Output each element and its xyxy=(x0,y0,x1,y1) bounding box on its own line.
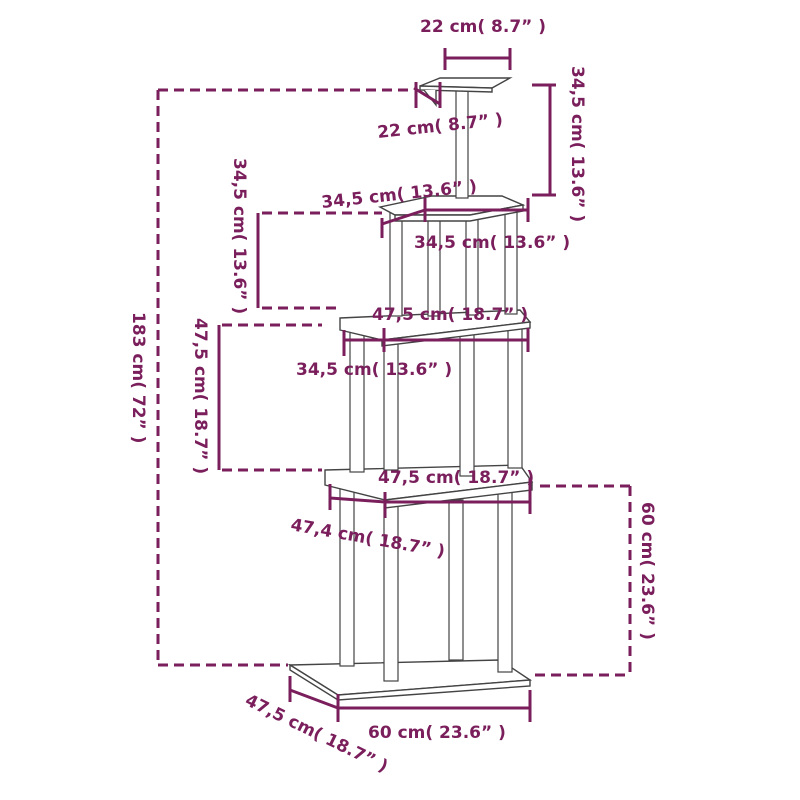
level3-height-label: 47,5 cm( 18.7” ) xyxy=(190,318,210,474)
level4-width-label: 47,5 cm( 18.7” ) xyxy=(378,468,534,488)
level4-depth-label: 47,4 cm( 18.7” ) xyxy=(289,515,446,562)
top-platform xyxy=(419,77,513,107)
top-width-label: 22 cm( 8.7” ) xyxy=(420,17,546,37)
total-height-label: 183 cm( 72” ) xyxy=(128,312,148,443)
top-depth-label: 22 cm( 8.7” ) xyxy=(376,110,503,143)
level3-depth-label: 34,5 cm( 13.6” ) xyxy=(296,360,452,380)
posts-middle xyxy=(349,319,523,477)
level2-height-label: 34,5 cm( 13.6” ) xyxy=(229,158,249,314)
level3-width-label: 47,5 cm( 18.7” ) xyxy=(372,305,528,325)
posts-lower xyxy=(339,481,513,682)
level4-height-label: 60 cm( 23.6” ) xyxy=(637,502,657,640)
cat-tree-drawing xyxy=(287,77,534,702)
posts-upper xyxy=(389,209,518,317)
top-height-label: 34,5 cm( 13.6” ) xyxy=(567,66,587,222)
base-platform xyxy=(287,659,533,702)
dimension-lines xyxy=(156,48,632,722)
level2-depth-label: 34,5 cm( 13.6” ) xyxy=(414,233,570,253)
base-width-label: 60 cm( 23.6” ) xyxy=(368,723,506,743)
